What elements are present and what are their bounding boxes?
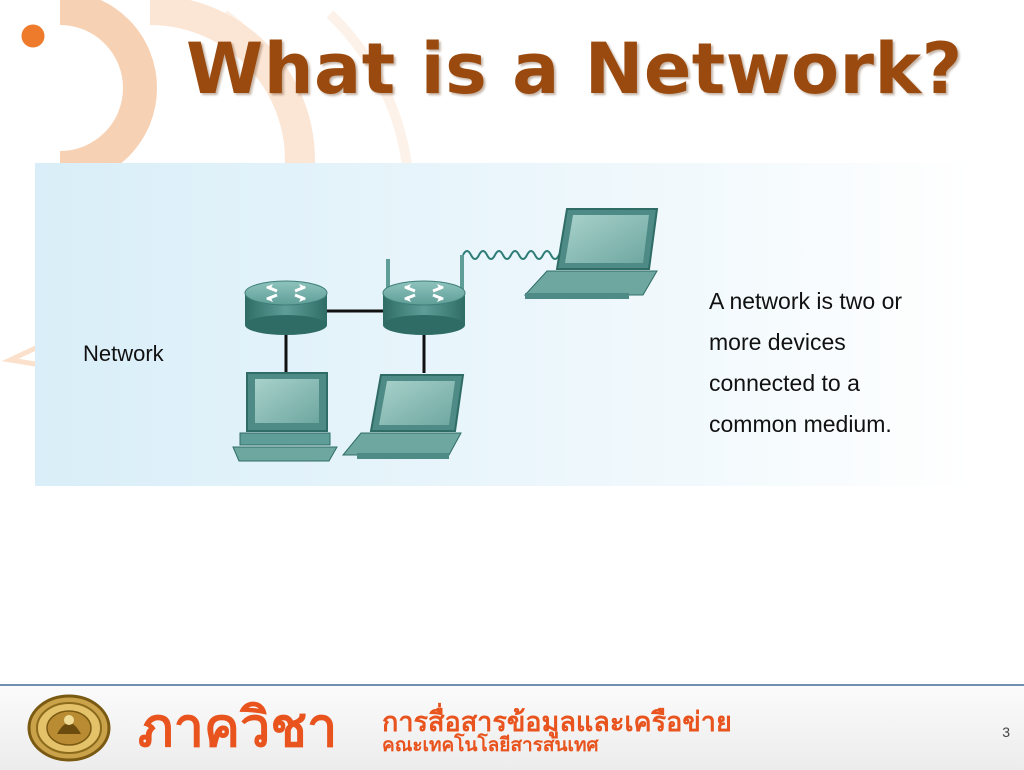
desktop-computer-icon bbox=[232, 372, 338, 462]
page-number: 3 bbox=[1002, 724, 1010, 740]
department-label: ภาควิชา bbox=[138, 696, 338, 759]
faculty-subtitle: คณะเทคโนโลยีสารสนเทศ bbox=[382, 734, 599, 756]
slide-title: What is a Network? bbox=[186, 28, 963, 110]
orange-dot-icon bbox=[18, 21, 48, 51]
university-seal-icon bbox=[27, 694, 111, 762]
slide-footer: ภาควิชา การสื่อสารข้อมูลและเครือข่าย คณะ… bbox=[0, 684, 1024, 770]
wireless-laptop-icon bbox=[523, 208, 659, 299]
router-icon bbox=[244, 280, 328, 335]
network-definition: A network is two or more devices connect… bbox=[709, 281, 959, 445]
laptop-icon bbox=[341, 374, 465, 459]
definition-line: connected to a bbox=[709, 370, 860, 396]
network-label: Network bbox=[83, 341, 164, 366]
network-diagram-panel: Network A network is two or more devices… bbox=[35, 163, 973, 486]
definition-line: common medium. bbox=[709, 411, 892, 437]
department-subtitle: การสื่อสารข้อมูลและเครือข่าย bbox=[382, 707, 732, 738]
definition-line: A network is two or bbox=[709, 288, 903, 314]
network-diagram bbox=[232, 208, 659, 462]
definition-line: more devices bbox=[709, 329, 846, 355]
wireless-router-icon bbox=[382, 255, 466, 335]
